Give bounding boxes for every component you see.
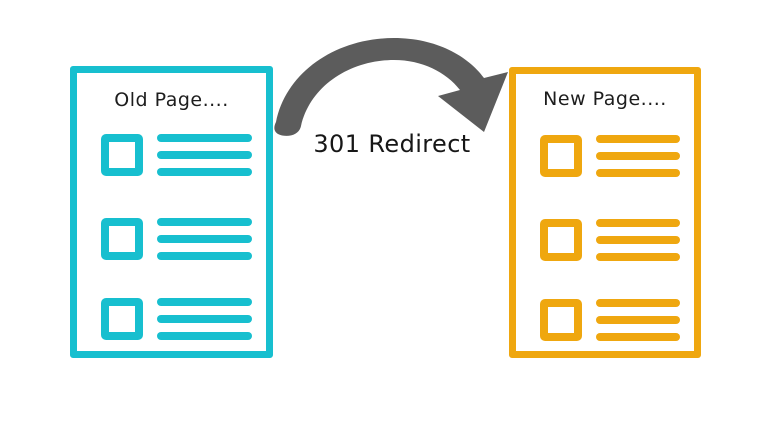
unchecked-checkbox-icon [101,218,143,260]
text-line-group [596,299,680,341]
list-item [101,117,252,193]
unchecked-checkbox-icon [540,219,582,261]
new-page-card: New Page.... [509,67,701,358]
text-line-group [157,134,252,176]
text-line [596,219,680,227]
redirect-label: 301 Redirect [313,130,471,158]
list-item [540,118,680,194]
text-line [596,316,680,324]
list-item [101,281,252,357]
unchecked-checkbox-icon [101,134,143,176]
text-line [157,151,252,159]
unchecked-checkbox-icon [540,135,582,177]
list-item [540,282,680,358]
unchecked-checkbox-icon [540,299,582,341]
text-line [157,298,252,306]
text-line-group [157,298,252,340]
text-line [157,235,252,243]
text-line-group [596,135,680,177]
text-line [157,252,252,260]
list-item [540,202,680,278]
text-line [596,152,680,160]
text-line [157,315,252,323]
unchecked-checkbox-icon [101,298,143,340]
text-line [157,218,252,226]
text-line [596,333,680,341]
text-line [157,134,252,142]
old-page-card: Old Page.... [70,66,273,358]
text-line [157,332,252,340]
old-page-row-list [77,73,266,351]
text-line [596,253,680,261]
new-page-title: New Page.... [543,88,667,110]
text-line [596,236,680,244]
text-line-group [596,219,680,261]
text-line [596,169,680,177]
curved-arrow-icon [274,38,508,136]
text-line [157,168,252,176]
text-line [596,135,680,143]
text-line [596,299,680,307]
old-page-title: Old Page.... [114,89,229,111]
text-line-group [157,218,252,260]
list-item [101,201,252,277]
new-page-row-list [516,74,694,351]
